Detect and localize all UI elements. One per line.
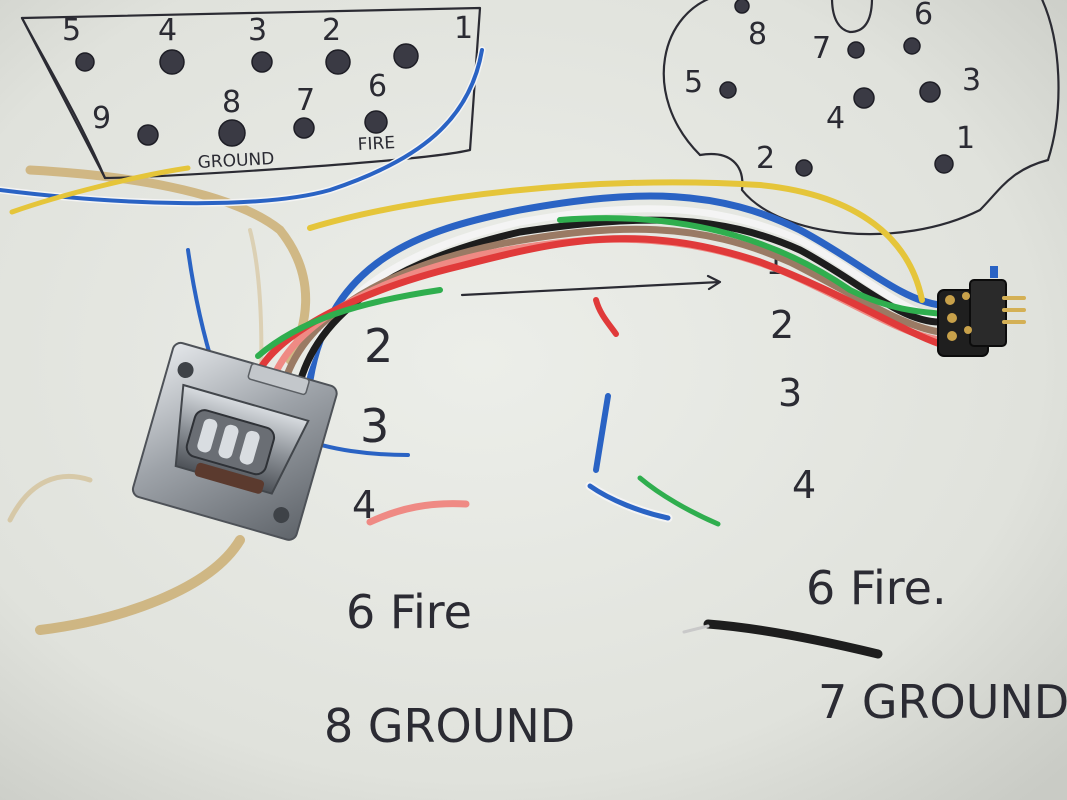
db9-ground-label: GROUND [197,149,275,173]
din-connector [937,266,1026,357]
db9-pin-4-label: 4 [158,13,177,48]
db9-pinout-sketch: 5 4 3 2 1 9 8 7 6 GROUND FIRE [20,6,482,180]
left-notes: 2 3 4 6 Fire 8 GROUND [324,319,575,753]
din-pin-6-label: 6 [914,0,933,32]
db9-connector [131,341,338,541]
right-note-ground: 7 GROUND [818,675,1067,729]
direction-arrow [460,274,722,297]
din-pin-5-label: 5 [684,65,703,100]
left-note-3: 3 [360,399,389,453]
db9-pin-7-label: 7 [296,83,315,118]
right-note-4: 4 [792,463,816,507]
left-note-fire: 6 Fire [346,585,472,639]
din-pinout-sketch: 8 6 7 5 4 3 2 1 [662,0,1060,236]
db9-pin-3-label: 3 [248,13,267,48]
din-pin-3-label: 3 [962,63,981,98]
db9-pin-5-label: 5 [62,13,81,48]
din-holes [719,0,954,177]
din-pin-8-label: 8 [748,17,767,52]
right-note-3: 3 [778,371,802,415]
din-pin-7-label: 7 [812,31,831,66]
db9-pin-8-label: 8 [222,85,241,120]
db9-pin-6-label: 6 [368,69,387,104]
left-note-ground: 8 GROUND [324,699,575,753]
db9-fire-label: FIRE [357,133,395,155]
coffee-stain [7,165,311,635]
din-pin-1-label: 1 [956,121,975,156]
right-note-2: 2 [770,303,794,347]
loose-wire-scraps [366,297,883,659]
db9-holes [75,43,419,147]
db9-pin-1-label: 1 [454,11,473,46]
db9-pin-9-label: 9 [92,101,111,136]
din-pin-4-label: 4 [826,101,845,136]
din-pin-2-label: 2 [756,141,775,176]
db9-pin-2-label: 2 [322,13,341,48]
right-note-fire: 6 Fire. [806,561,947,615]
left-note-2: 2 [364,319,393,373]
loose-wire-top-left [0,46,486,215]
right-notes: 1 2 3 4 6 Fire. 7 GROUND [766,247,1067,729]
